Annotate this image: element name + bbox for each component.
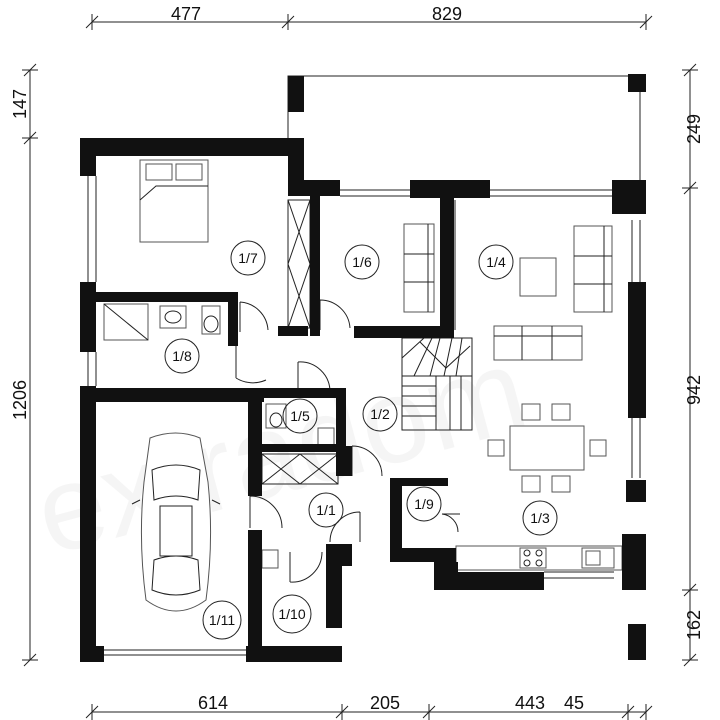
room-1-7-label: 1/7 <box>238 250 258 266</box>
boiler-icon <box>261 549 279 569</box>
dim-right-2: 942 <box>684 375 704 405</box>
dim-bottom-1: 614 <box>198 693 228 713</box>
room-1-9: 1/9 <box>406 486 442 522</box>
room-1-11: 1/11 <box>202 600 242 640</box>
dimension-labels: 477 829 614 205 443 45 147 1206 249 942 … <box>10 4 704 713</box>
room-1-8: 1/8 <box>164 338 200 374</box>
dim-bottom-4: 45 <box>564 693 584 713</box>
car-icon <box>131 432 221 612</box>
room-1-10-label: 1/10 <box>278 606 305 622</box>
dining-table-icon <box>487 403 607 493</box>
thin-lines <box>87 75 641 656</box>
walls <box>80 74 646 662</box>
dimension-lines <box>22 14 698 720</box>
room-1-6-label: 1/6 <box>352 254 372 270</box>
sofa-bottom-icon <box>493 325 583 361</box>
room-labels: 1/1 1/2 1/3 1/4 1/5 1/6 1/7 1/8 <box>164 240 558 640</box>
room-1-4: 1/4 <box>478 244 514 280</box>
bed-icon <box>139 159 209 243</box>
room-1-8-label: 1/8 <box>172 348 192 364</box>
room-1-5: 1/5 <box>282 398 318 434</box>
room-1-10: 1/10 <box>272 594 312 634</box>
room-1-3: 1/3 <box>522 500 558 536</box>
dim-bottom-3: 443 <box>515 693 545 713</box>
room-1-1: 1/1 <box>308 492 344 528</box>
dim-right-3: 162 <box>684 610 704 640</box>
dim-left-1: 147 <box>10 89 30 119</box>
room-1-11-label: 1/11 <box>209 612 235 628</box>
dim-left-2: 1206 <box>10 380 30 420</box>
room-1-9-label: 1/9 <box>414 496 434 512</box>
dim-top-2: 829 <box>432 4 462 24</box>
dim-top-1: 477 <box>171 4 201 24</box>
room-1-6: 1/6 <box>344 244 380 280</box>
dim-bottom-2: 205 <box>370 693 400 713</box>
armchair-icon <box>403 223 435 313</box>
room-1-4-label: 1/4 <box>486 254 506 270</box>
room-1-5-label: 1/5 <box>290 408 310 424</box>
room-1-2: 1/2 <box>362 396 398 432</box>
staircase <box>401 337 473 431</box>
room-1-7: 1/7 <box>230 240 266 276</box>
bathroom-fixtures-icon <box>103 303 221 341</box>
dim-right-1: 249 <box>684 114 704 144</box>
coffee-table-icon <box>519 257 557 297</box>
room-1-3-label: 1/3 <box>530 510 550 526</box>
room-1-1-label: 1/1 <box>316 502 336 518</box>
kitchen-counter-icon <box>455 545 623 571</box>
room-1-2-label: 1/2 <box>370 406 390 422</box>
sofa-icon <box>573 225 613 313</box>
